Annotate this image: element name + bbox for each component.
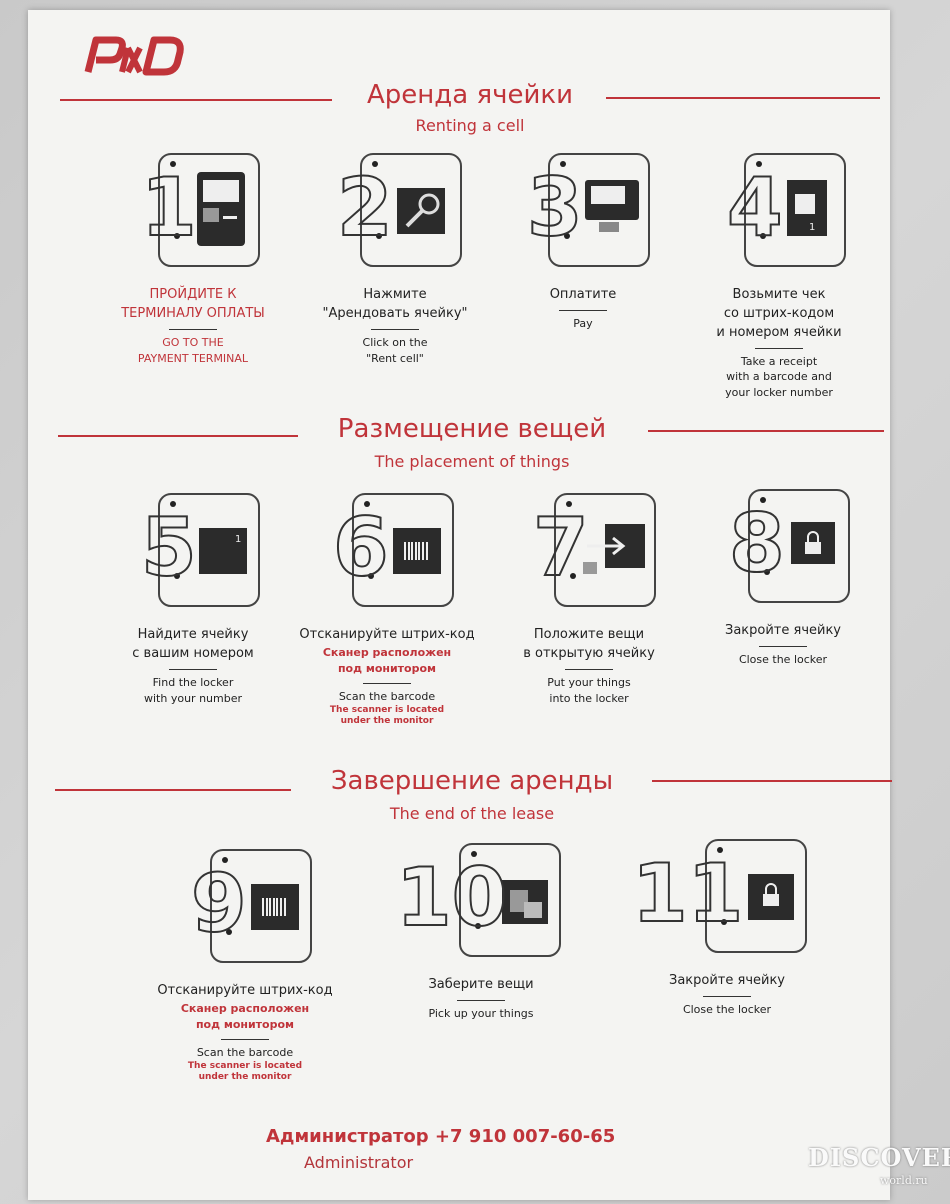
administrator-label: Administrator (304, 1153, 414, 1172)
step-number: 3 (526, 161, 584, 254)
step-number: 4 (726, 161, 784, 254)
step-label-en: Pay (573, 316, 593, 330)
section-divider-left (55, 789, 291, 791)
step-frame (360, 153, 462, 267)
step-6: 6 Отсканируйте штрих-код Сканер располож… (292, 490, 482, 728)
step-label-ru: Нажмите "Арендовать ячейку" (322, 287, 468, 321)
section-subtitle-placement: The placement of things (374, 452, 570, 471)
step-2: 2 Нажмите "Арендовать ячейку" Click on t… (300, 150, 490, 367)
step-10: 10 Заберите вещи Pick up your things (386, 840, 576, 1022)
step-5: 1 5 Найдите ячейку с вашим номером Find … (98, 490, 288, 707)
section-divider-right (606, 97, 880, 99)
step-frame (705, 839, 807, 953)
step-number: 11 (631, 847, 744, 940)
step-label-en: Close the locker (682, 1002, 772, 1016)
step-3: 3 Оплатите Pay (488, 150, 678, 332)
scanner-note-en: The scanner is located under the monitor (329, 704, 445, 727)
step-8: 8 Закройте ячейку Close the locker (688, 486, 878, 668)
step-frame: 1 (158, 493, 260, 607)
step-label-ru: Отсканируйте штрих-код (157, 983, 333, 998)
step-number: 6 (332, 501, 390, 594)
section-divider-left (60, 99, 332, 101)
locker-number-icon: 1 (199, 528, 247, 574)
step-label-ru: Отсканируйте штрих-код (299, 627, 475, 642)
svg-text:1: 1 (809, 222, 815, 233)
section-divider-left (58, 435, 298, 437)
step-1: 1 ПРОЙДИТЕ К ТЕРМИНАЛУ ОПЛАТЫ GO TO THE … (98, 150, 288, 367)
step-frame (459, 843, 561, 957)
step-label-en: Scan the barcode (196, 1045, 294, 1059)
step-label-en: Put your things into the locker (547, 675, 631, 705)
payment-icon (585, 180, 639, 232)
receipt-icon: 1 (787, 180, 827, 236)
step-frame (554, 493, 656, 607)
section-title-end: Завершение аренды (330, 766, 614, 796)
terminal-icon (197, 172, 245, 246)
svg-text:1: 1 (235, 534, 241, 545)
step-label-ru: Заберите вещи (428, 977, 534, 992)
step-label-ru: Оплатите (549, 287, 617, 302)
step-label-ru: Найдите ячейку с вашим номером (132, 627, 254, 661)
lock-icon (791, 522, 835, 564)
step-label-en: Close the locker (738, 652, 828, 666)
rzd-logo (84, 36, 184, 76)
section-subtitle-end: The end of the lease (389, 804, 555, 823)
barcode-scan-icon (251, 884, 299, 930)
step-label-en: Take a receipt with a barcode and your l… (725, 354, 833, 400)
step-frame (158, 153, 260, 267)
step-frame (748, 489, 850, 603)
step-number: 2 (336, 161, 394, 254)
section-title-placement: Размещение вещей (337, 414, 607, 444)
watermark-sub: world.ru (880, 1174, 928, 1187)
step-label-en: Pick up your things (428, 1006, 534, 1020)
step-11: 11 Закройте ячейку Close the locker (631, 836, 822, 1018)
step-frame (548, 153, 650, 267)
step-number: 8 (728, 497, 786, 590)
step-frame: 1 (744, 153, 846, 267)
step-7: 7 Положите вещи в открытую ячейку Put yo… (494, 490, 684, 707)
step-4: 1 4 Возьмите чек со штрих-кодом и номеро… (684, 150, 874, 401)
step-number: 1 (140, 161, 198, 254)
step-label-ru: Закройте ячейку (724, 623, 841, 638)
section-divider-right (648, 430, 884, 432)
step-frame (210, 849, 312, 963)
administrator-phone: Администратор +7 910 007-60-65 (266, 1126, 616, 1147)
scanner-note-ru: Сканер расположен под монитором (322, 645, 452, 676)
step-label-ru: Возьмите чек со штрих-кодом и номером яч… (716, 287, 842, 340)
step-number: 9 (190, 857, 248, 950)
step-label-en: Click on the "Rent cell" (362, 335, 428, 365)
step-number: 10 (395, 851, 508, 944)
barcode-scan-icon (393, 528, 441, 574)
step-number: 7 (532, 501, 590, 594)
step-label-en: Find the locker with your number (144, 675, 242, 705)
scanner-note-en: The scanner is located under the monitor (187, 1060, 303, 1083)
step-label-ru: Закройте ячейку (668, 973, 785, 988)
step-label-en: GO TO THE PAYMENT TERMINAL (137, 335, 249, 365)
put-things-icon (583, 524, 645, 574)
step-frame (352, 493, 454, 607)
step-number: 5 (140, 501, 198, 594)
pick-up-icon (502, 880, 548, 924)
step-label-en: Scan the barcode (338, 689, 436, 703)
step-9: 9 Отсканируйте штрих-код Сканер располож… (150, 846, 340, 1084)
section-divider-right (652, 780, 892, 782)
step-label-ru: ПРОЙДИТЕ К ТЕРМИНАЛУ ОПЛАТЫ (121, 287, 265, 321)
section-title-renting: Аренда ячейки (367, 80, 573, 110)
section-subtitle-renting: Renting a cell (415, 116, 525, 135)
lock-icon (748, 874, 794, 920)
scanner-note-ru: Сканер расположен под монитором (180, 1001, 310, 1032)
step-label-ru: Положите вещи в открытую ячейку (523, 627, 655, 661)
watermark: DISCOVER (808, 1143, 950, 1172)
magnifier-icon (397, 188, 445, 234)
